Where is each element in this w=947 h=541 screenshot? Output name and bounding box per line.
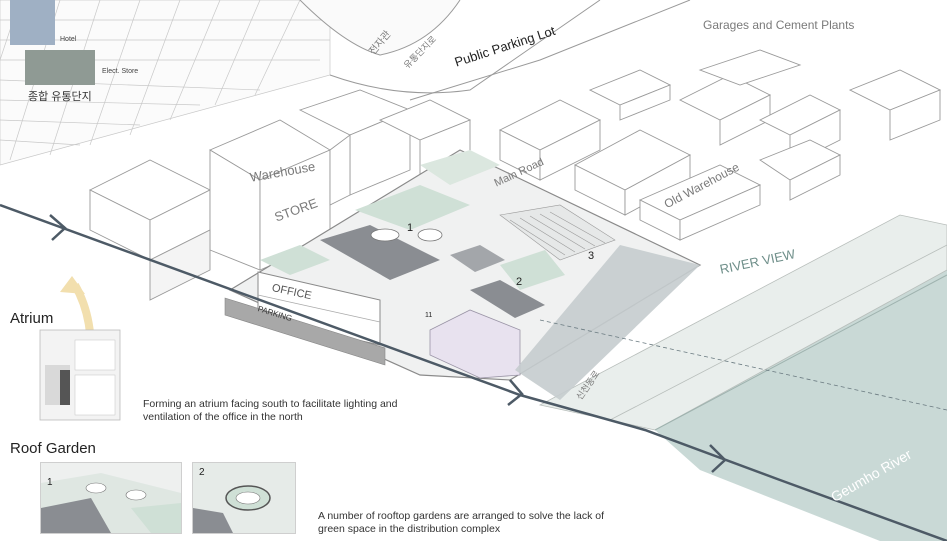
atrium-description: Forming an atrium facing south to facili…	[143, 398, 398, 423]
roof-garden-thumb-2-number: 2	[199, 467, 205, 478]
korean-complex-label: 종합 유통단지	[28, 91, 92, 103]
green-roof-3	[260, 245, 330, 275]
roof-garden-thumb-1-number: 1	[47, 477, 53, 488]
roof-garden-thumb-2-drawing	[193, 463, 295, 533]
dark-roof-2	[470, 280, 545, 318]
roof-garden-thumb-1: 1	[40, 462, 182, 534]
hotel-label: Hotel	[60, 36, 77, 43]
office-floor-line	[257, 294, 381, 323]
roof-garden-title: Roof Garden	[10, 440, 96, 457]
green-roof-2	[420, 150, 500, 185]
dark-roof-1	[320, 225, 440, 280]
arrowhead-1	[49, 214, 67, 241]
photo-complex	[25, 50, 95, 85]
embankment-line-2	[654, 274, 947, 431]
atrium-oval-2	[417, 228, 443, 242]
purple-block	[429, 309, 521, 379]
photo-hotel	[10, 0, 55, 45]
road-curve-2	[409, 0, 691, 101]
arrowhead-2	[507, 379, 524, 406]
roof-garden-description: A number of rooftop gardens are arranged…	[318, 510, 605, 535]
building-number-1: 1	[407, 222, 414, 234]
dark-roof-3	[450, 245, 505, 272]
embankment-line	[609, 244, 947, 421]
atrium-oval	[370, 228, 400, 242]
building-number-3: 3	[588, 250, 595, 262]
garages-cement-label: Garages and Cement Plants	[703, 18, 855, 32]
arrowhead-3	[709, 444, 727, 473]
roof-garden-thumb-2: 2	[192, 462, 296, 534]
atrium-section-diagram	[39, 329, 121, 421]
ventilation-arrow-line	[0, 203, 947, 541]
green-roof-1	[355, 185, 470, 230]
right-buildings	[498, 49, 942, 241]
river-area	[655, 270, 947, 541]
parking-strip	[224, 297, 386, 366]
building-number-11: 11	[425, 312, 433, 319]
atrium-title: Atrium	[10, 310, 54, 327]
roof-garden-thumb-1-drawing	[41, 473, 181, 533]
left-buildings	[88, 89, 472, 301]
gray-plaza	[515, 245, 700, 400]
building-number-2: 2	[516, 276, 523, 288]
electronics-label: Elect. Store	[102, 68, 139, 75]
atrium-light-arrowhead	[60, 276, 85, 294]
road-curve	[329, 0, 601, 94]
louver-roof	[499, 204, 616, 261]
round-building	[299, 0, 461, 56]
green-roof-4	[500, 250, 565, 290]
